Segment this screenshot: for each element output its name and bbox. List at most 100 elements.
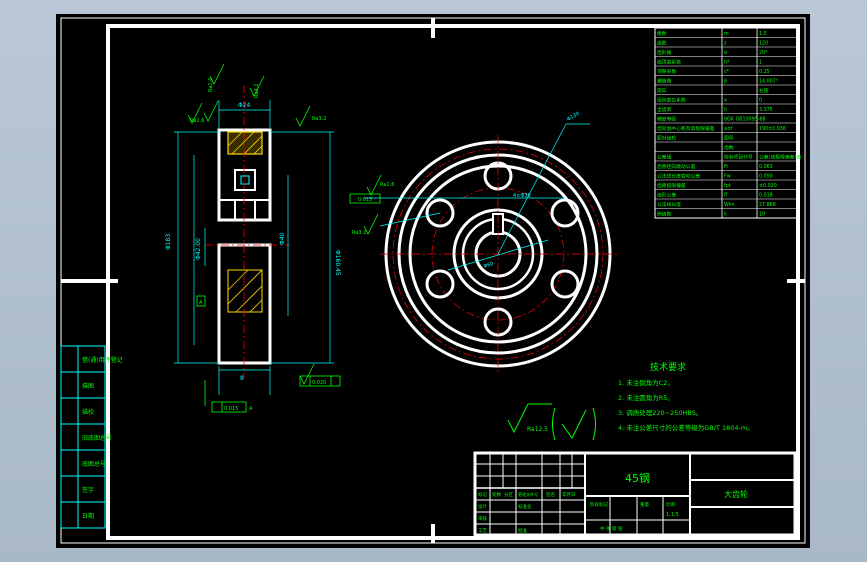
param-value: 1: [759, 60, 762, 66]
param-name: 跨齿数: [657, 211, 672, 218]
param-value: 3.375: [759, 107, 773, 113]
param-name: 公法线长度变动公差: [657, 173, 700, 180]
title-material: 45钢: [625, 472, 650, 485]
title-drawing-name: 大齿轮: [724, 489, 748, 499]
param-symbol: c*: [724, 69, 730, 75]
param-value: 27.868: [759, 202, 776, 208]
param-symbol: fpt: [724, 183, 731, 189]
param-symbol: x: [724, 99, 727, 104]
centering-marks: [61, 18, 805, 543]
param-name: 齿轮副中心距及其极限偏差: [657, 125, 715, 132]
param-value: 0: [759, 98, 762, 104]
tech-requirements: 技术要求 1. 未注倒角为C2。 2. 未注圆角为R5。 3. 调质处理220~…: [618, 361, 754, 432]
title-stage: 阶段标记: [590, 501, 608, 508]
title-weight: 重量: [640, 501, 649, 508]
param-name: 齿形角: [657, 49, 672, 56]
section-view: Φ183 Φ160.45 Φ42.00 Φ40 Φ24 8 Ra1.6 Ra3.…: [165, 63, 341, 413]
param-symbol: 齿数: [724, 144, 734, 151]
title-approve: 批准: [518, 527, 527, 534]
param-value: 190±0.036: [759, 126, 786, 132]
dim-width: Φ24: [238, 102, 251, 109]
gdt-value-3: 0.015: [358, 197, 372, 203]
param-name: 齿距极限偏差: [657, 182, 686, 189]
param-name: 齿圈径向跳动公差: [657, 163, 696, 170]
param-value: 20°: [759, 50, 768, 56]
tech-item-3: 3. 调质处理220~250HBS。: [618, 408, 702, 417]
param-name: 全齿高: [657, 106, 672, 113]
param-value: 右旋: [759, 87, 769, 94]
param-value: 0.050: [759, 174, 773, 180]
param-name: 旋向: [657, 87, 667, 94]
param-symbol: h*: [724, 60, 730, 66]
roughness-3: Ra3.2: [312, 116, 326, 122]
title-label-mark: 标记: [478, 491, 487, 498]
side-label-7: 日期: [82, 512, 94, 520]
roughness-5: Ra1.6: [380, 182, 394, 188]
param-name: 公法线长度: [657, 201, 681, 208]
roughness-general-value: Ra12.5: [527, 426, 548, 433]
title-sheet: 共 张 第 张: [600, 525, 623, 532]
bolt-holes: [425, 161, 580, 337]
side-column: 借(通)用件登记 描图 描校 旧底图总号 底图总号 签字 日期: [60, 345, 123, 529]
param-value: 公差(或极限偏差)值: [759, 154, 801, 161]
gdt-frame-3: [349, 193, 381, 204]
title-review: 审核: [478, 515, 487, 522]
title-label-sign: 签名: [546, 491, 555, 498]
title-label-zone: 分区: [504, 491, 513, 498]
dim-hub: Φ40: [279, 232, 286, 245]
gdt-frame-2: [299, 375, 341, 387]
tech-title: 技术要求: [650, 361, 686, 373]
gdt-frame-1: [211, 401, 247, 413]
dim-hub-dia: Φ60: [483, 261, 495, 270]
param-symbol: ff: [724, 193, 728, 199]
dim-pitch-diameter: Φ160.45: [334, 250, 341, 276]
tech-item-2: 2. 未注圆角为R5。: [618, 393, 674, 402]
param-symbol: h: [724, 107, 727, 113]
dim-outer-diameter: Φ183: [165, 234, 172, 250]
title-standard: 标准化: [518, 503, 532, 510]
title-block: [473, 451, 797, 537]
param-symbol: 8GK GB10095-88: [724, 117, 766, 123]
param-symbol: m: [724, 32, 729, 37]
param-name: 螺旋角: [657, 78, 672, 85]
roughness-2: Ra3.2: [254, 84, 260, 98]
title-label-date: 年月日: [562, 491, 576, 498]
param-symbol: β: [724, 79, 727, 85]
dim-holes: 4×Φ30: [513, 193, 531, 199]
front-view: Φ130 4×Φ30 Φ60 Ra1.6 0.015 Ra3.2: [349, 111, 618, 372]
title-scale: 比例: [666, 501, 675, 508]
roughness-1: Ra1.6: [190, 118, 204, 124]
gdt-value-1: 0.015: [224, 406, 238, 412]
side-label-5: 底图总号: [82, 460, 106, 468]
title-label-count: 处数: [492, 491, 501, 498]
gear-rim-top: [217, 128, 272, 222]
title-design: 设计: [478, 503, 487, 510]
param-value: 0.018: [759, 193, 773, 199]
dim-bolt-circle: Φ130: [566, 111, 581, 123]
param-name: 顶隙系数: [657, 68, 676, 75]
param-value: 0.063: [759, 164, 773, 170]
param-value: 0.25: [759, 69, 770, 75]
param-name: 齿形公差: [657, 192, 676, 199]
param-name: 齿顶高系数: [657, 59, 681, 66]
param-symbol: Fw: [724, 174, 731, 180]
roughness-general: [507, 403, 596, 441]
side-label-4: 旧底图总号: [82, 434, 112, 442]
param-value: 120: [759, 41, 768, 47]
param-symbol: Fr: [724, 164, 728, 170]
param-symbol: α: [724, 51, 727, 56]
param-symbol: 检验项目代号: [724, 154, 753, 161]
side-label-2: 描图: [82, 382, 94, 390]
roughness-4: Ra1.6: [208, 78, 214, 92]
param-symbol: k: [724, 212, 727, 218]
dim-bore: Φ42.00: [195, 238, 202, 260]
param-value: 10: [759, 212, 765, 218]
param-symbol: Wkn: [724, 202, 735, 208]
rim-inner-circle: [408, 164, 588, 344]
tech-item-4: 4. 未注公差尺寸的公差等级为GB/T 1804-m。: [618, 423, 754, 432]
title-label-change: 更改文件号: [518, 491, 538, 497]
param-name: 齿数: [657, 40, 667, 47]
param-name: 精度等级: [657, 116, 676, 123]
dim-keyway: 8: [240, 375, 244, 382]
